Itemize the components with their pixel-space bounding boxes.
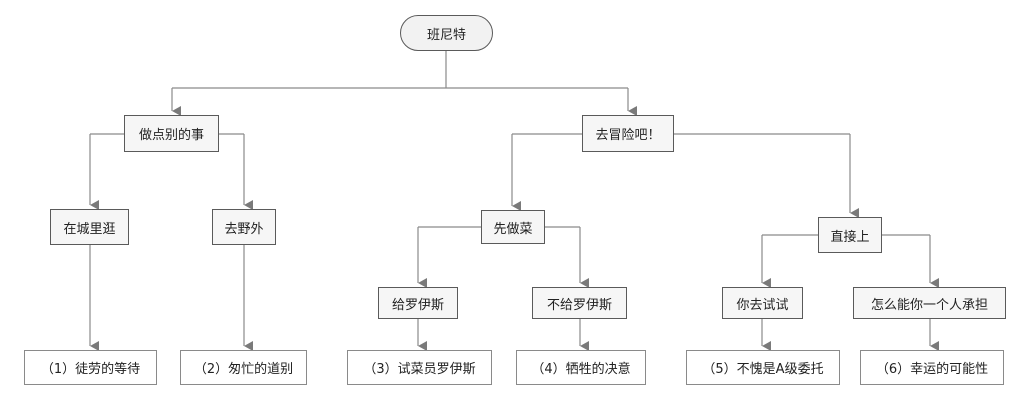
ending-1: （1）徒劳的等待 [24,350,157,385]
node-you-try: 你去试试 [722,287,803,319]
ending-6: （6）幸运的可能性 [860,350,1004,385]
node-go-adventure: 去冒险吧！ [582,115,674,152]
ending-3: （3）试菜员罗伊斯 [347,350,492,385]
ending-5: （5）不愧是A级委托 [686,350,840,385]
node-give-royce: 给罗伊斯 [378,287,458,319]
ending-4: （4）牺牲的决意 [516,350,646,385]
connector-root-split [172,51,628,89]
root-node: 班尼特 [400,15,493,51]
node-not-give-royce: 不给罗伊斯 [532,287,627,319]
ending-2: （2）匆忙的道别 [180,350,307,385]
node-do-something-else: 做点别的事 [124,115,219,152]
node-cook-first: 先做菜 [481,210,545,244]
node-bear-alone: 怎么能你一个人承担 [853,287,1006,319]
node-stroll-city: 在城里逛 [50,209,129,245]
node-go-directly: 直接上 [818,217,882,253]
node-go-wild: 去野外 [212,209,276,245]
